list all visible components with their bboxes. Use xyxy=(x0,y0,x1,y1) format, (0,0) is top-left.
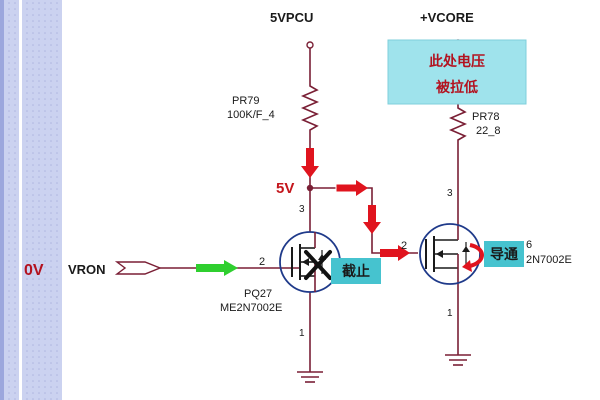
current-arrow-gate xyxy=(380,245,410,261)
resistor-left-ref: PR79 xyxy=(232,95,260,107)
supply-label-right: +VCORE xyxy=(420,10,474,25)
current-arrow-down-1 xyxy=(301,148,319,178)
resistor-right-ref: PR78 xyxy=(472,111,500,123)
ground-symbol-right xyxy=(445,354,471,366)
mosfet-right-state: 导通 xyxy=(490,246,518,262)
supply-terminal-left xyxy=(306,41,314,49)
mosfet-left-ref: PQ27 xyxy=(244,288,272,300)
off-cross-icon xyxy=(304,250,332,280)
mosfet-right-symbol xyxy=(419,223,481,285)
conduction-arrow-icon xyxy=(469,243,484,268)
note-box-bg xyxy=(387,39,527,105)
input-connector xyxy=(114,261,162,275)
resistor-left-value: 100K/F_4 xyxy=(227,109,275,121)
conduction-arrowhead-icon xyxy=(462,260,472,272)
mosfet-left-pin-gate: 2 xyxy=(259,256,265,268)
mosfet-right-pin-extra: 6 xyxy=(526,239,532,251)
node-voltage-label: 5V xyxy=(276,180,294,197)
mosfet-right-pin-source: 1 xyxy=(447,308,453,319)
mosfet-right-pin-drain: 3 xyxy=(447,188,453,199)
ground-symbol-left xyxy=(297,371,323,383)
junction-dot xyxy=(306,184,314,192)
supply-label-left: 5VPCU xyxy=(270,10,313,25)
note-line-2: 被拉低 xyxy=(436,79,478,95)
current-arrow-down-2 xyxy=(363,205,381,234)
left-side-bar xyxy=(0,0,62,400)
mosfet-right-part: 2N7002E xyxy=(526,254,572,266)
input-arrow xyxy=(196,260,238,276)
input-signal-label: VRON xyxy=(68,262,106,277)
note-line-1: 此处电压 xyxy=(429,53,485,69)
state-box-left-bg xyxy=(331,258,381,284)
mosfet-left-state: 截止 xyxy=(342,263,370,279)
mosfet-left-pin-source: 1 xyxy=(299,328,305,339)
state-box-right-bg xyxy=(484,241,524,267)
mosfet-right-pin-gate: 2 xyxy=(401,240,407,252)
mosfet-left-pin-drain: 3 xyxy=(299,204,305,215)
resistor-right-value: 22_8 xyxy=(476,125,500,137)
mosfet-left-part: ME2N7002E xyxy=(220,302,282,314)
input-voltage-label: 0V xyxy=(24,262,44,279)
current-arrow-right xyxy=(335,180,368,196)
